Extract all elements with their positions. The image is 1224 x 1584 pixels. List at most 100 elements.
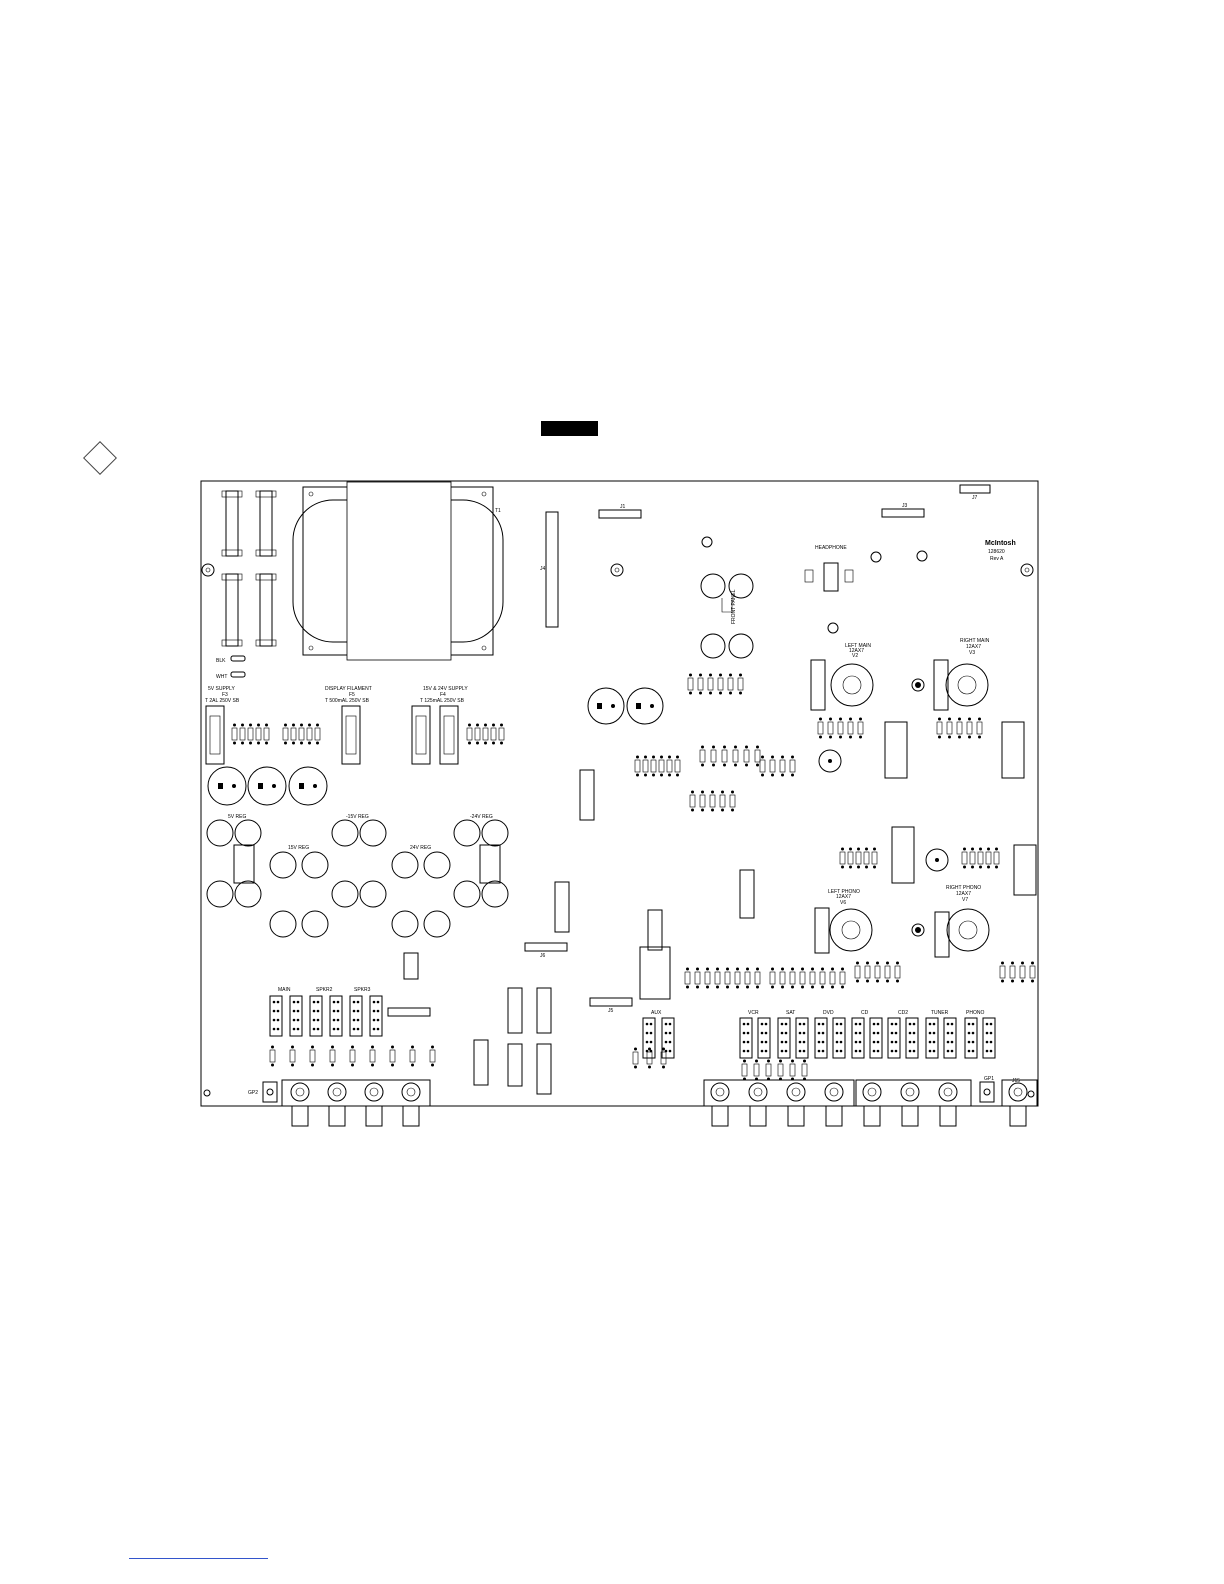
resistor: [864, 965, 871, 979]
relay: [814, 1017, 828, 1059]
resistor: [369, 1049, 376, 1063]
rca-jack: [862, 1082, 882, 1102]
resistor: [857, 721, 864, 735]
relay: [982, 1017, 996, 1059]
display-filament-label: DISPLAY FILAMENT: [325, 686, 372, 692]
relay: [869, 1017, 883, 1059]
tube-1-label: RIGHT MAIN: [960, 638, 990, 644]
resistor: [474, 727, 481, 741]
relay: [757, 1017, 771, 1059]
resistor: [894, 965, 901, 979]
rca-jack: [748, 1082, 768, 1102]
resistor: [282, 727, 289, 741]
resistor: [482, 727, 489, 741]
resistor: [697, 677, 704, 691]
resistor: [799, 971, 806, 985]
resistor: [839, 971, 846, 985]
ground-ref-0: GP2: [248, 1090, 258, 1096]
resistor: [699, 749, 706, 763]
input-left-2: SPKR3: [354, 987, 371, 993]
resistor: [707, 677, 714, 691]
resistor: [976, 721, 983, 735]
resistor: [704, 971, 711, 985]
brand-name: McIntosh: [985, 540, 1016, 547]
resistor: [961, 851, 968, 865]
resistor: [1029, 965, 1036, 979]
relay: [329, 995, 343, 1037]
resistor: [231, 727, 238, 741]
resistor: [306, 727, 313, 741]
resistor: [809, 971, 816, 985]
input-right-2: DVD: [823, 1010, 834, 1016]
input-left-1: SPKR2: [316, 987, 333, 993]
relay: [349, 995, 363, 1037]
resistor: [744, 971, 751, 985]
resistor: [689, 794, 696, 808]
blk-label: BLK: [216, 658, 226, 664]
input-right-3: CD: [861, 1010, 869, 1016]
filter-capacitors: [207, 687, 949, 872]
fuse-f4-label: F4: [440, 692, 446, 698]
misc-labels: HEADPHONE FRONT PANEL: [731, 545, 847, 624]
resistor: [710, 749, 717, 763]
fuse-f4-rating: T 125mAL 250V SB: [420, 698, 465, 704]
connector-ref-5: J7: [972, 495, 978, 501]
resistor: [719, 794, 726, 808]
relay: [777, 1017, 791, 1059]
reg-label-0: 5V REG: [228, 814, 246, 820]
relay: [269, 995, 283, 1037]
resistor: [765, 1063, 772, 1077]
fuse-f3-rating: T 2AL 250V SB: [205, 698, 240, 704]
tube-1-type: 12AX7: [966, 644, 981, 650]
resistor: [309, 1049, 316, 1063]
tube-0-ref: V2: [852, 653, 858, 659]
regulator-heatsinks: 5V REG -15V REG 15V REG 24V REG -24V REG: [206, 814, 509, 938]
resistor: [789, 759, 796, 773]
resistor: [498, 727, 505, 741]
resistor: [263, 727, 270, 741]
input-right-4: CD2: [898, 1010, 908, 1016]
headphone-amp: [701, 536, 928, 634]
regulator-note: FRONT PANEL: [731, 589, 737, 624]
supply-15-24-label: 15V & 24V SUPPLY: [423, 686, 468, 692]
reg-label-2: 15V REG: [288, 845, 309, 851]
top-connectors: J1 J3 J4 J5 J6 J7 J15: [387, 484, 1020, 1084]
resistor: [734, 971, 741, 985]
tube-2-type: 12AX7: [836, 894, 851, 900]
ground-posts: GP2 GP1: [248, 1076, 995, 1103]
tube-sockets: LEFT MAIN 12AX7 V2 RIGHT MAIN 12AX7 V3 L…: [828, 638, 990, 952]
connector-ref-3: J5: [608, 1008, 614, 1014]
resistor: [729, 794, 736, 808]
reg-label-3: 24V REG: [410, 845, 431, 851]
resistor: [769, 971, 776, 985]
relay: [905, 1017, 919, 1059]
resistor: [409, 1049, 416, 1063]
resistor: [642, 759, 649, 773]
transformer-t1: T1: [292, 481, 504, 661]
redaction-bar: [541, 421, 598, 436]
resistor: [779, 759, 786, 773]
resistor: [819, 971, 826, 985]
reg-label-1: -15V REG: [346, 814, 369, 820]
resistor: [289, 1049, 296, 1063]
relay: [851, 1017, 865, 1059]
relay: [739, 1017, 753, 1059]
transformer-ref: T1: [495, 508, 501, 514]
fuse-f5-label: F5: [349, 692, 355, 698]
resistor: [634, 759, 641, 773]
wht-label: WHT: [216, 674, 227, 680]
resistor: [721, 749, 728, 763]
resistor: [737, 677, 744, 691]
relay: [887, 1017, 901, 1059]
resistor: [946, 721, 953, 735]
rca-jack: [824, 1082, 844, 1102]
resistor: [674, 759, 681, 773]
resistor: [741, 1063, 748, 1077]
rca-jack: [327, 1082, 347, 1102]
input-right-0: VCR: [748, 1010, 759, 1016]
connector-ref-0: J1: [620, 504, 626, 510]
resistor: [684, 971, 691, 985]
resistor: [717, 677, 724, 691]
reg-label-4: -24V REG: [470, 814, 493, 820]
